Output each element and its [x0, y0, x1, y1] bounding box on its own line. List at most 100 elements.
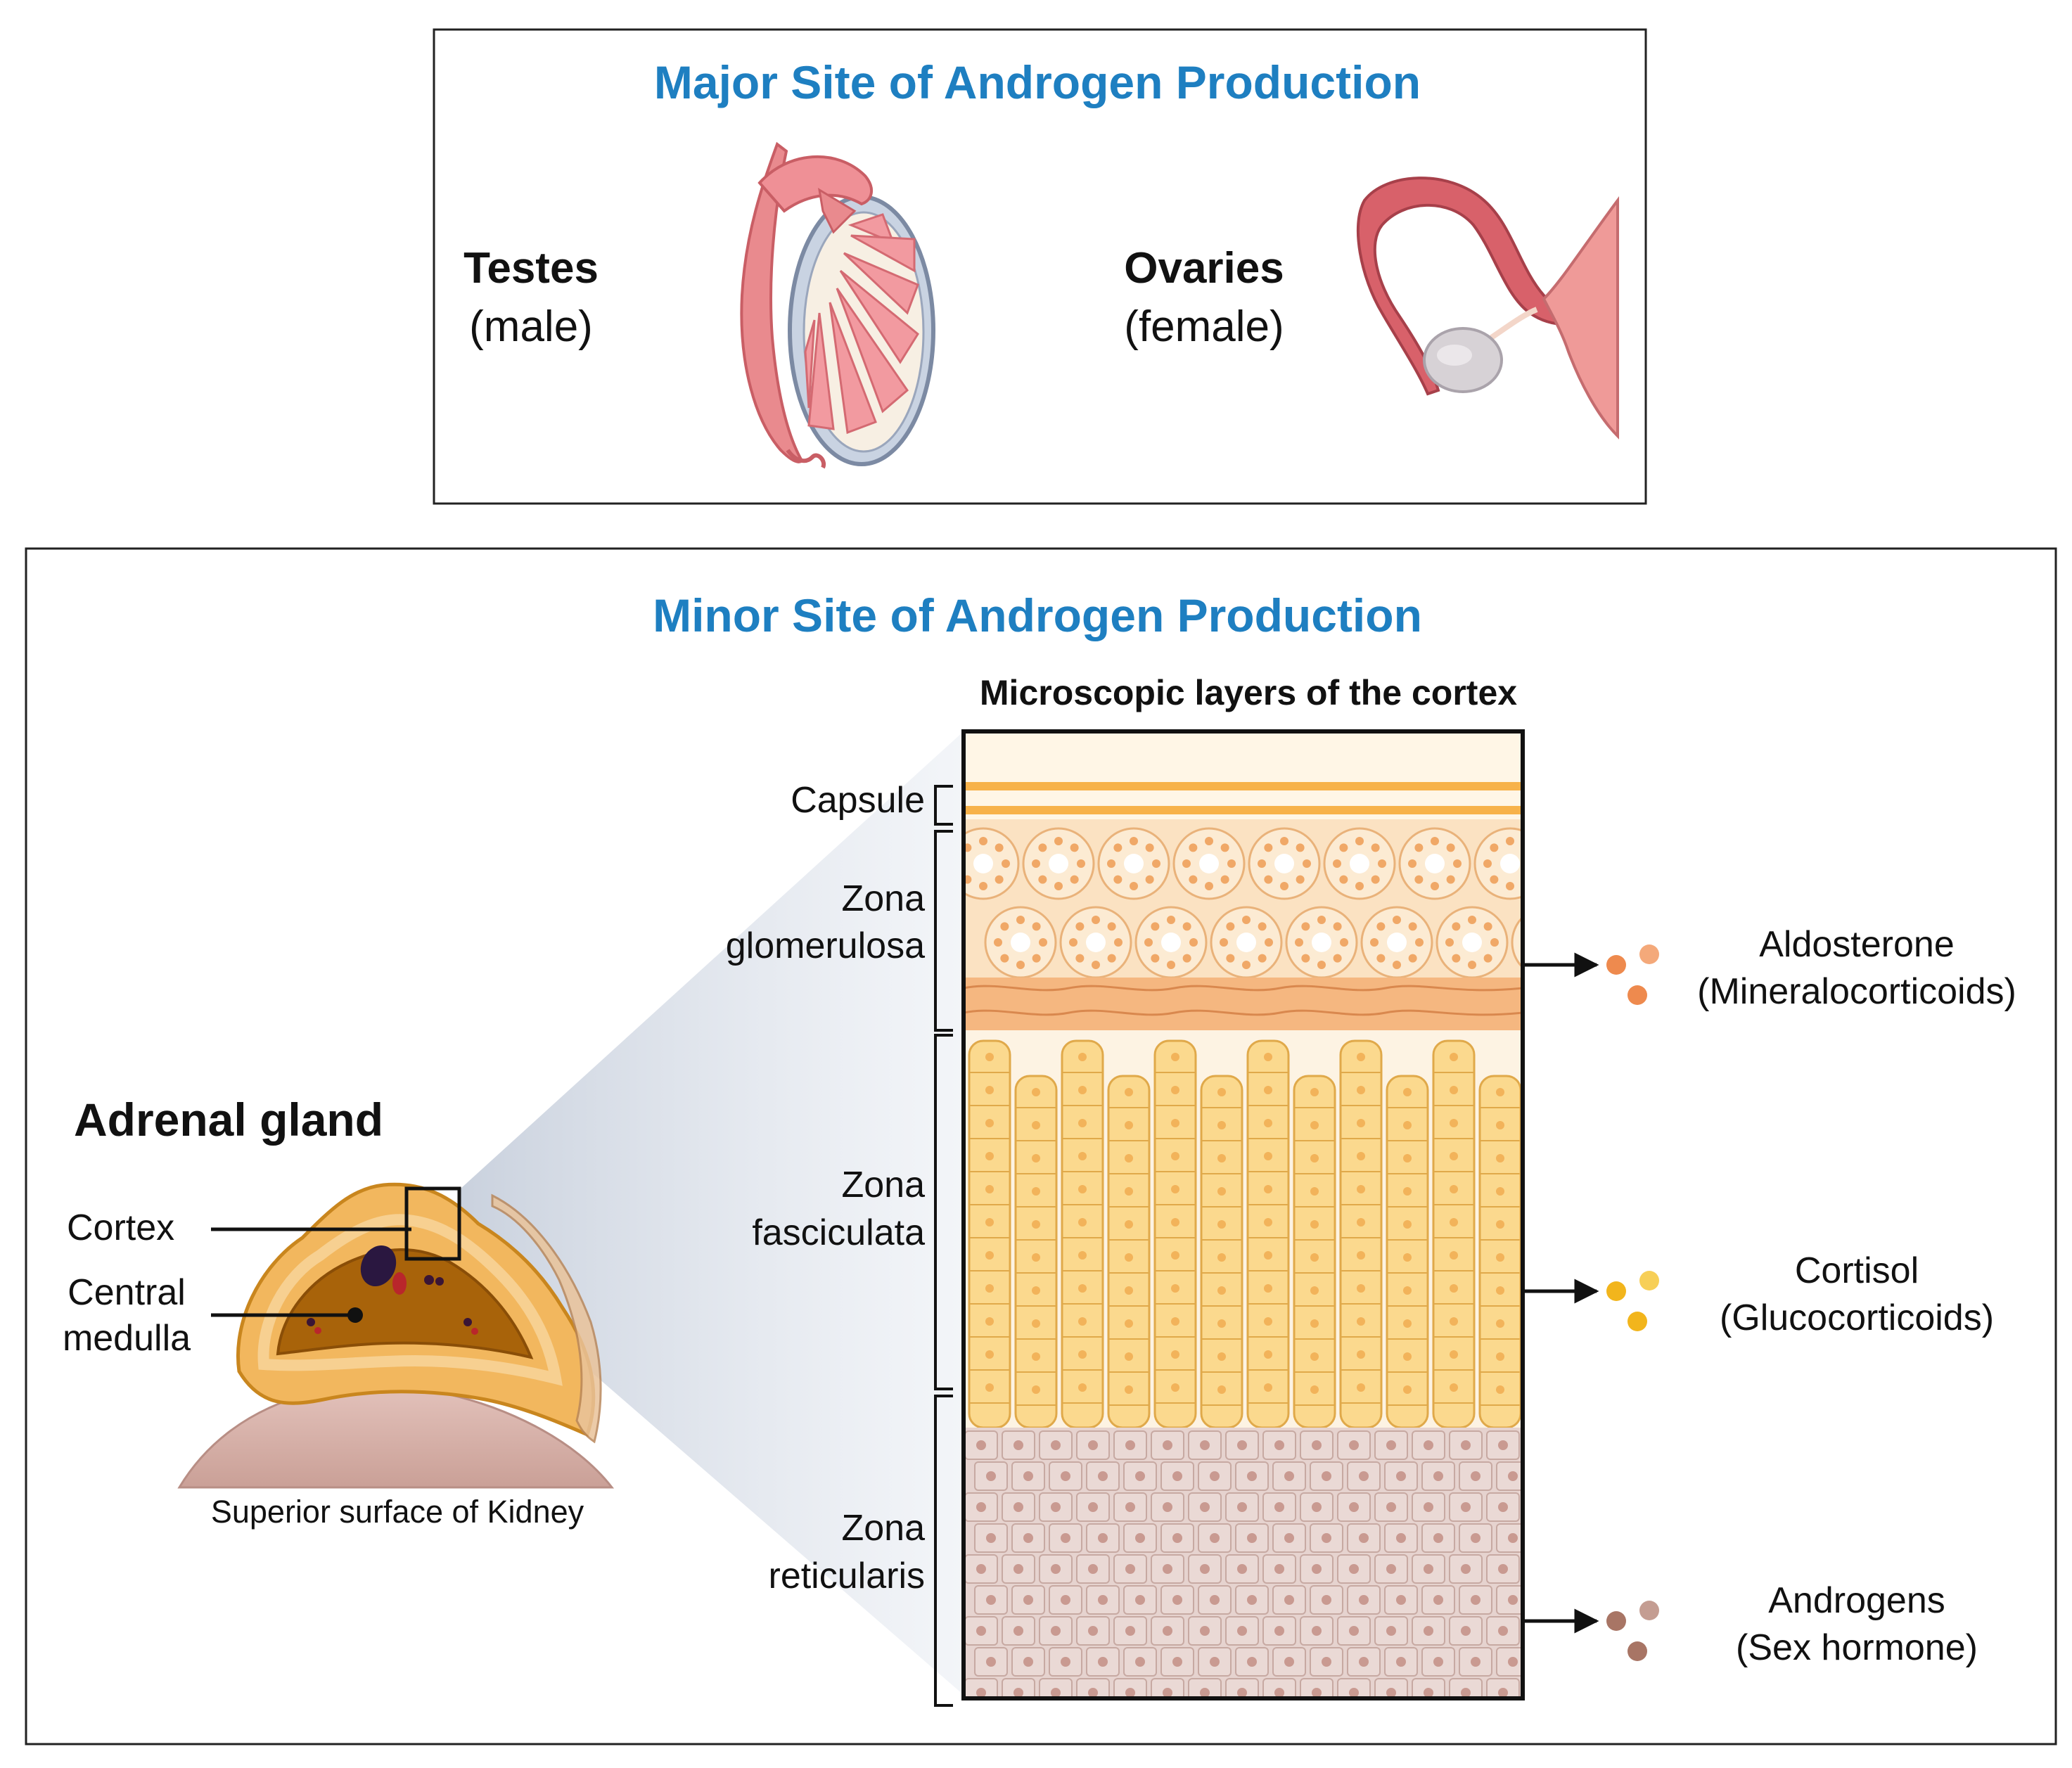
glomerulosa-nucleus: [1303, 859, 1311, 868]
fasciculata-nucleus: [1403, 1253, 1412, 1262]
glomerulosa-nucleus: [1167, 916, 1175, 924]
fasciculata-nucleus: [1217, 1253, 1226, 1262]
glomerulosa-nucleus: [1414, 843, 1424, 852]
glomerulosa-nucleus: [1092, 916, 1100, 924]
fasciculata-nucleus: [1310, 1187, 1319, 1196]
glomerulosa-lumen: [1124, 854, 1144, 873]
glomerulosa-nucleus: [1317, 916, 1326, 924]
glomerulosa-nucleus: [1152, 859, 1160, 868]
capsule-label: Capsule: [791, 780, 925, 821]
reticularis-label-line2: reticularis: [769, 1556, 926, 1596]
cortex-tissue-panel: [964, 731, 1523, 1698]
fasciculata-nucleus: [1496, 1187, 1504, 1196]
fasciculata-nucleus: [1403, 1121, 1412, 1129]
fasciculata-nucleus: [1264, 1251, 1272, 1260]
reticularis-nucleus: [1386, 1626, 1396, 1636]
reticularis-nucleus: [1471, 1471, 1481, 1481]
glomerulosa-bracket: [934, 830, 953, 1032]
glomerulosa-lumen: [1086, 933, 1106, 952]
cortex-label: Cortex: [67, 1208, 174, 1248]
glomerulosa-nucleus: [1075, 954, 1085, 963]
fasciculata-nucleus: [1496, 1253, 1504, 1262]
reticularis-nucleus: [1396, 1471, 1406, 1481]
fasciculata-nucleus: [1310, 1088, 1319, 1096]
reticularis-nucleus: [1023, 1595, 1033, 1605]
fasciculata-bracket: [934, 1034, 953, 1390]
fasciculata-nucleus: [1032, 1154, 1040, 1162]
glomerulosa-lumen: [1161, 933, 1181, 952]
glomerulosa-nucleus: [1242, 916, 1251, 924]
fasciculata-nucleus: [1403, 1286, 1412, 1295]
reticularis-nucleus: [1172, 1595, 1182, 1605]
fasciculata-nucleus: [1496, 1088, 1504, 1096]
glomerulosa-nucleus: [1038, 843, 1047, 852]
reticularis-nucleus: [1088, 1440, 1098, 1450]
fasciculata-nucleus: [1450, 1350, 1458, 1359]
glomerulosa-nucleus: [1107, 922, 1116, 931]
fasciculata-nucleus: [1264, 1152, 1272, 1160]
reticularis-nucleus: [1163, 1502, 1172, 1512]
fasciculata-nucleus: [1264, 1383, 1272, 1392]
fasciculata-nucleus: [1496, 1286, 1504, 1295]
fasciculata-nucleus: [1403, 1088, 1412, 1096]
reticularis-nucleus: [1508, 1657, 1518, 1667]
glomerulosa-nucleus: [1145, 875, 1154, 884]
reticularis-nucleus: [1247, 1533, 1257, 1543]
reticularis-nucleus: [1088, 1502, 1098, 1512]
glomerulosa-lumen: [1049, 854, 1068, 873]
hormone-dot: [1606, 1281, 1626, 1301]
fasciculata-nucleus: [1032, 1088, 1040, 1096]
reticularis-nucleus: [1051, 1688, 1061, 1698]
fasciculata-nucleus: [1078, 1284, 1087, 1293]
reticularis-nucleus: [976, 1688, 986, 1698]
glomerulosa-nucleus: [1114, 938, 1123, 947]
fasciculata-nucleus: [1450, 1317, 1458, 1326]
reticularis-nucleus: [1461, 1440, 1471, 1450]
zoom-projection: [461, 731, 964, 1695]
reticularis-nucleus: [1247, 1595, 1257, 1605]
fasciculata-nucleus: [1264, 1086, 1272, 1094]
glomerulosa-nucleus: [1016, 961, 1025, 969]
fasciculata-nucleus: [1496, 1319, 1504, 1328]
glomerulosa-nucleus: [1039, 938, 1047, 947]
reticularis-nucleus: [1088, 1688, 1098, 1698]
fasciculata-nucleus: [1125, 1286, 1133, 1295]
zoom-selection-box: [404, 1186, 461, 1261]
fasciculata-nucleus: [1171, 1383, 1179, 1392]
reticularis-nucleus: [1200, 1440, 1210, 1450]
fasciculata-nucleus: [985, 1383, 994, 1392]
glomerulosa-nucleus: [1414, 875, 1424, 884]
glomerulosa-nucleus: [1258, 922, 1267, 931]
fasciculata-nucleus: [1357, 1350, 1365, 1359]
glomerulosa-nucleus: [1333, 859, 1341, 868]
reticularis-nucleus: [976, 1440, 986, 1450]
reticularis-nucleus: [1135, 1657, 1145, 1667]
reticularis-nucleus: [1200, 1626, 1210, 1636]
glomerulosa-nucleus: [1002, 859, 1010, 868]
glomerulosa-nucleus: [1258, 859, 1266, 868]
fasciculata-nucleus: [1496, 1352, 1504, 1361]
reticularis-nucleus: [1172, 1471, 1182, 1481]
reticularis-nucleus: [1023, 1657, 1033, 1667]
fasciculata-nucleus: [1357, 1152, 1365, 1160]
glomerulosa-nucleus: [1333, 922, 1342, 931]
hormone-dot: [1639, 1601, 1659, 1620]
fasciculata-nucleus: [1264, 1185, 1272, 1193]
fasciculata-nucleus: [1171, 1251, 1179, 1260]
hormone-dot: [1606, 1611, 1626, 1631]
fasciculata-nucleus: [1078, 1218, 1087, 1226]
fasciculata-nucleus: [1264, 1119, 1272, 1127]
glomerulosa-lumen: [1387, 933, 1407, 952]
fasciculata-nucleus: [1171, 1284, 1179, 1293]
fasciculata-nucleus: [1357, 1086, 1365, 1094]
microscopic-layers-title: Microscopic layers of the cortex: [980, 673, 1517, 712]
reticularis-nucleus: [1322, 1471, 1331, 1481]
glomerulosa-nucleus: [1144, 938, 1153, 947]
reticularis-bracket: [934, 1395, 953, 1707]
glomerulosa-nucleus: [979, 882, 987, 890]
glomerulosa-nucleus: [1339, 843, 1348, 852]
hormone-dot: [1627, 985, 1647, 1005]
glomerulosa-nucleus: [1130, 882, 1138, 890]
glomerulosa-nucleus: [1189, 875, 1198, 884]
reticularis-nucleus: [1237, 1502, 1247, 1512]
